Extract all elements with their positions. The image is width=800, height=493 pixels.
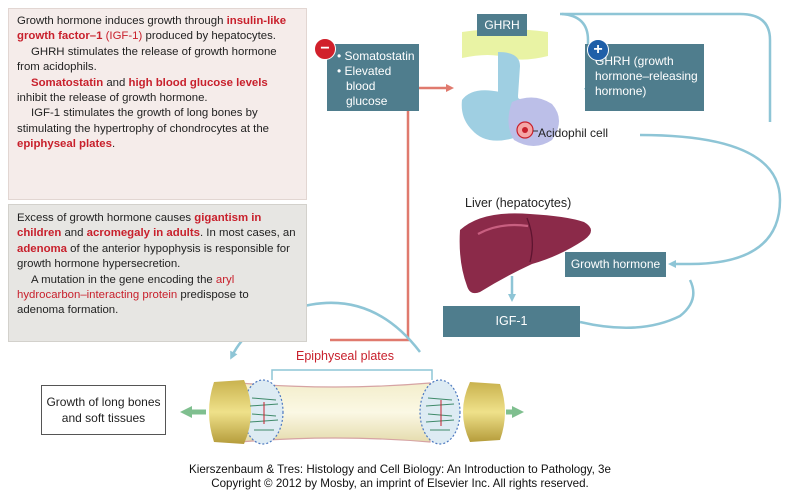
igf1-box: IGF-1 <box>443 306 580 337</box>
info-panel-growth-hormone: Growth hormone induces growth through in… <box>8 8 307 200</box>
ghrh-box: GHRH <box>477 14 527 36</box>
ghrh-to-pituitary-arrow <box>561 12 592 96</box>
panel2-paragraph-2: A mutation in the gene encoding the aryl… <box>17 273 249 317</box>
inhibitors-box: • Somatostatin • Elevated blood glucose … <box>327 44 419 123</box>
plus-icon: + <box>587 39 609 61</box>
gh-release-arrow <box>639 133 782 268</box>
panel1-paragraph-2: GHRH stimulates the release of growth ho… <box>17 45 277 74</box>
minus-icon: − <box>314 38 336 60</box>
ghrh-loop-arrow <box>560 12 772 122</box>
panel1-paragraph-4: IGF-1 stimulates the growth of long bone… <box>17 107 270 151</box>
epiphyseal-bracket <box>271 369 433 380</box>
epiphyseal-plates-label: Epiphyseal plates <box>296 349 394 363</box>
ghrh-definition-box: GHRH (growth hormone–releasing hormone) <box>585 44 704 111</box>
long-bone-illustration <box>209 379 505 445</box>
liver-label: Liver (hepatocytes) <box>465 196 572 210</box>
pituitary-illustration <box>461 29 559 146</box>
panel1-paragraph-3: Somatostatin and high blood glucose leve… <box>17 76 268 105</box>
igf-feedback-arrow <box>579 279 695 329</box>
acidophil-cell-label: Acidophil cell <box>538 126 609 140</box>
growth-hormone-box: Growth hormone <box>565 252 666 277</box>
panel1-paragraph-1: Growth hormone induces growth through in… <box>17 15 287 43</box>
figure-caption: Kierszenbaum & Tres: Histology and Cell … <box>0 463 800 491</box>
inhibition-arrow <box>330 84 454 342</box>
caption-line-1: Kierszenbaum & Tres: Histology and Cell … <box>189 463 611 476</box>
info-panel-excess: Excess of growth hormone causes gigantis… <box>8 204 307 342</box>
inhibitor-item: • Somatostatin <box>337 49 415 63</box>
inhibitor-item: • Elevated blood glucose levels <box>337 64 392 123</box>
panel2-paragraph-1: Excess of growth hormone causes gigantis… <box>17 212 296 271</box>
growth-target-box: Growth of long bones and soft tissues <box>41 385 166 435</box>
liver-illustration <box>459 213 591 294</box>
caption-line-2: Copyright © 2012 by Mosby, an imprint of… <box>211 477 589 490</box>
